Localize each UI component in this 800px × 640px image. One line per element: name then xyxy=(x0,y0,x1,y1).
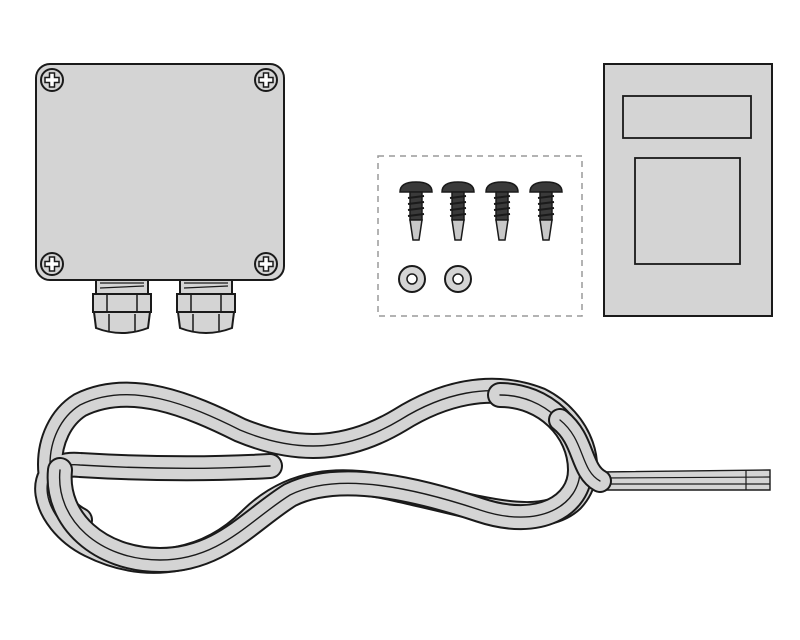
label-card-header-box xyxy=(622,95,752,139)
corner-screw-icon xyxy=(40,68,64,92)
washer-icon xyxy=(398,265,426,293)
screw-icon xyxy=(529,181,563,241)
hardware-kit-icon xyxy=(377,155,583,317)
junction-box-icon xyxy=(35,63,285,334)
screw-icon xyxy=(441,181,475,241)
heating-cable-icon xyxy=(34,377,771,574)
hardware-kit-outline xyxy=(377,155,583,317)
corner-screw-icon xyxy=(254,252,278,276)
screw-icon xyxy=(399,181,433,241)
screw-icon xyxy=(485,181,519,241)
label-card-icon xyxy=(603,63,773,317)
washer-icon xyxy=(444,265,472,293)
label-card-window xyxy=(634,157,741,265)
corner-screw-icon xyxy=(254,68,278,92)
cable-lead-right xyxy=(599,469,771,491)
cable-gland-right xyxy=(176,277,236,334)
junction-box-body xyxy=(35,63,285,281)
cable-coil xyxy=(34,377,612,574)
corner-screw-icon xyxy=(40,252,64,276)
cable-gland-left xyxy=(92,277,152,334)
